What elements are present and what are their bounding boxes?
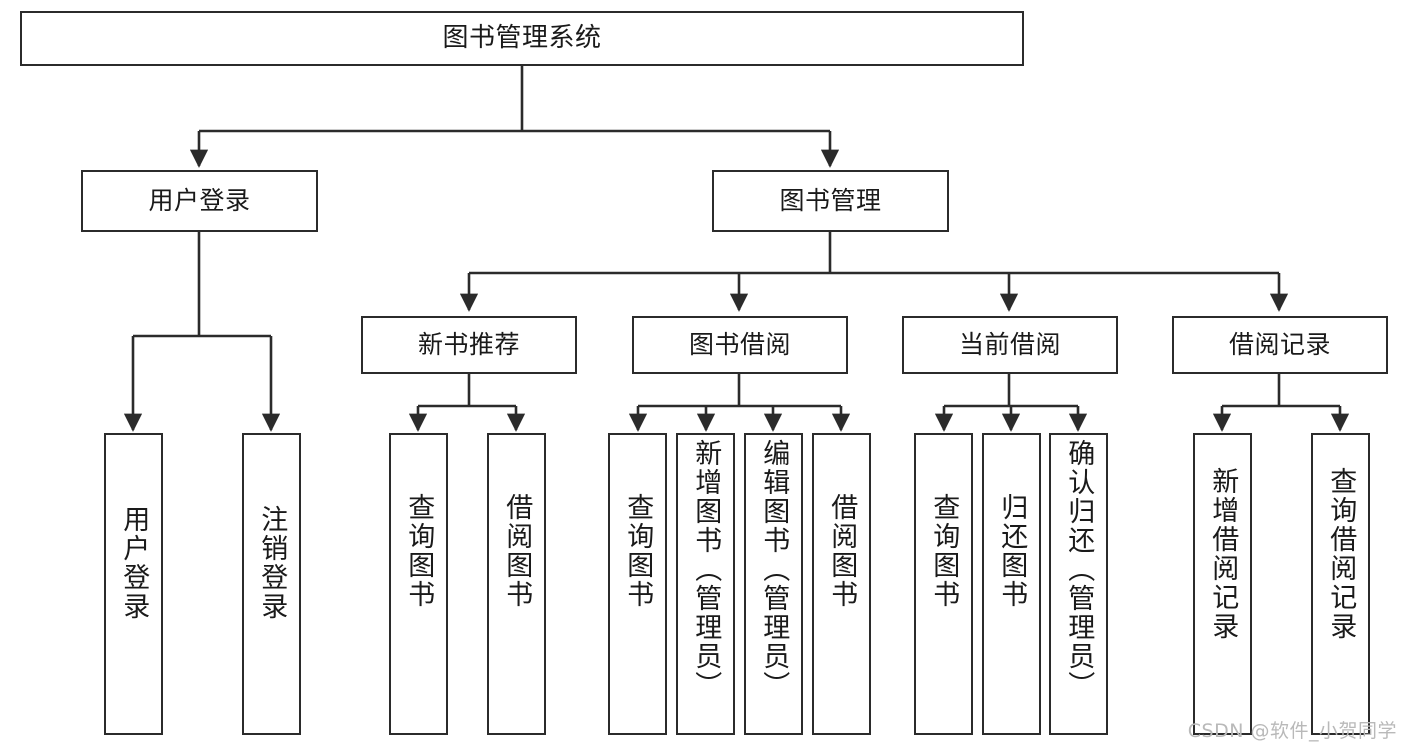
leaf-current-borrow-query[interactable]: 查询图书: [914, 433, 973, 735]
leaf-new-book-borrow-label: 借阅图书: [501, 493, 533, 609]
leaf-new-book-query[interactable]: 查询图书: [389, 433, 448, 735]
node-borrow-records[interactable]: 借阅记录: [1172, 316, 1388, 374]
leaf-book-borrow-query[interactable]: 查询图书: [608, 433, 667, 735]
leaf-borrow-records-query-label: 查询借阅记录: [1325, 467, 1357, 641]
leaf-book-borrow-add-label: 新增图书（管理员）: [690, 439, 722, 700]
node-current-borrow-label: 当前借阅: [958, 330, 1061, 360]
node-user-login[interactable]: 用户登录: [81, 170, 318, 232]
node-new-book-recommend[interactable]: 新书推荐: [361, 316, 577, 374]
node-book-management-label: 图书管理: [779, 186, 882, 216]
leaf-book-borrow-borrow-label: 借阅图书: [826, 493, 858, 609]
node-book-borrow[interactable]: 图书借阅: [632, 316, 848, 374]
node-new-book-recommend-label: 新书推荐: [417, 330, 520, 360]
node-current-borrow[interactable]: 当前借阅: [902, 316, 1118, 374]
leaf-borrow-records-add[interactable]: 新增借阅记录: [1193, 433, 1252, 735]
leaf-user-login-signout-label: 注销登录: [256, 505, 288, 621]
leaf-current-borrow-confirm-label: 确认归还（管理员）: [1063, 439, 1095, 700]
node-book-borrow-label: 图书借阅: [688, 330, 791, 360]
leaf-new-book-borrow[interactable]: 借阅图书: [487, 433, 546, 735]
node-user-login-label: 用户登录: [148, 186, 251, 216]
leaf-borrow-records-add-label: 新增借阅记录: [1207, 467, 1239, 641]
leaf-new-book-query-label: 查询图书: [403, 493, 435, 609]
leaf-book-borrow-edit-label: 编辑图书（管理员）: [758, 439, 790, 700]
leaf-book-borrow-query-label: 查询图书: [622, 493, 654, 609]
leaf-current-borrow-return-label: 归还图书: [996, 493, 1028, 609]
leaf-current-borrow-return[interactable]: 归还图书: [982, 433, 1041, 735]
leaf-current-borrow-confirm[interactable]: 确认归还（管理员）: [1049, 433, 1108, 735]
node-book-management[interactable]: 图书管理: [712, 170, 949, 232]
csdn-watermark: CSDN @软件_小贺同学: [1187, 720, 1397, 742]
leaf-borrow-records-query[interactable]: 查询借阅记录: [1311, 433, 1370, 735]
leaf-user-login-signin[interactable]: 用户登录: [104, 433, 163, 735]
node-root-system[interactable]: 图书管理系统: [20, 11, 1024, 66]
leaf-book-borrow-add[interactable]: 新增图书（管理员）: [676, 433, 735, 735]
leaf-current-borrow-query-label: 查询图书: [928, 493, 960, 609]
node-root-system-label: 图书管理系统: [442, 23, 602, 54]
leaf-user-login-signout[interactable]: 注销登录: [242, 433, 301, 735]
node-borrow-records-label: 借阅记录: [1228, 330, 1331, 360]
leaf-book-borrow-borrow[interactable]: 借阅图书: [812, 433, 871, 735]
leaf-user-login-signin-label: 用户登录: [118, 505, 150, 621]
leaf-book-borrow-edit[interactable]: 编辑图书（管理员）: [744, 433, 803, 735]
